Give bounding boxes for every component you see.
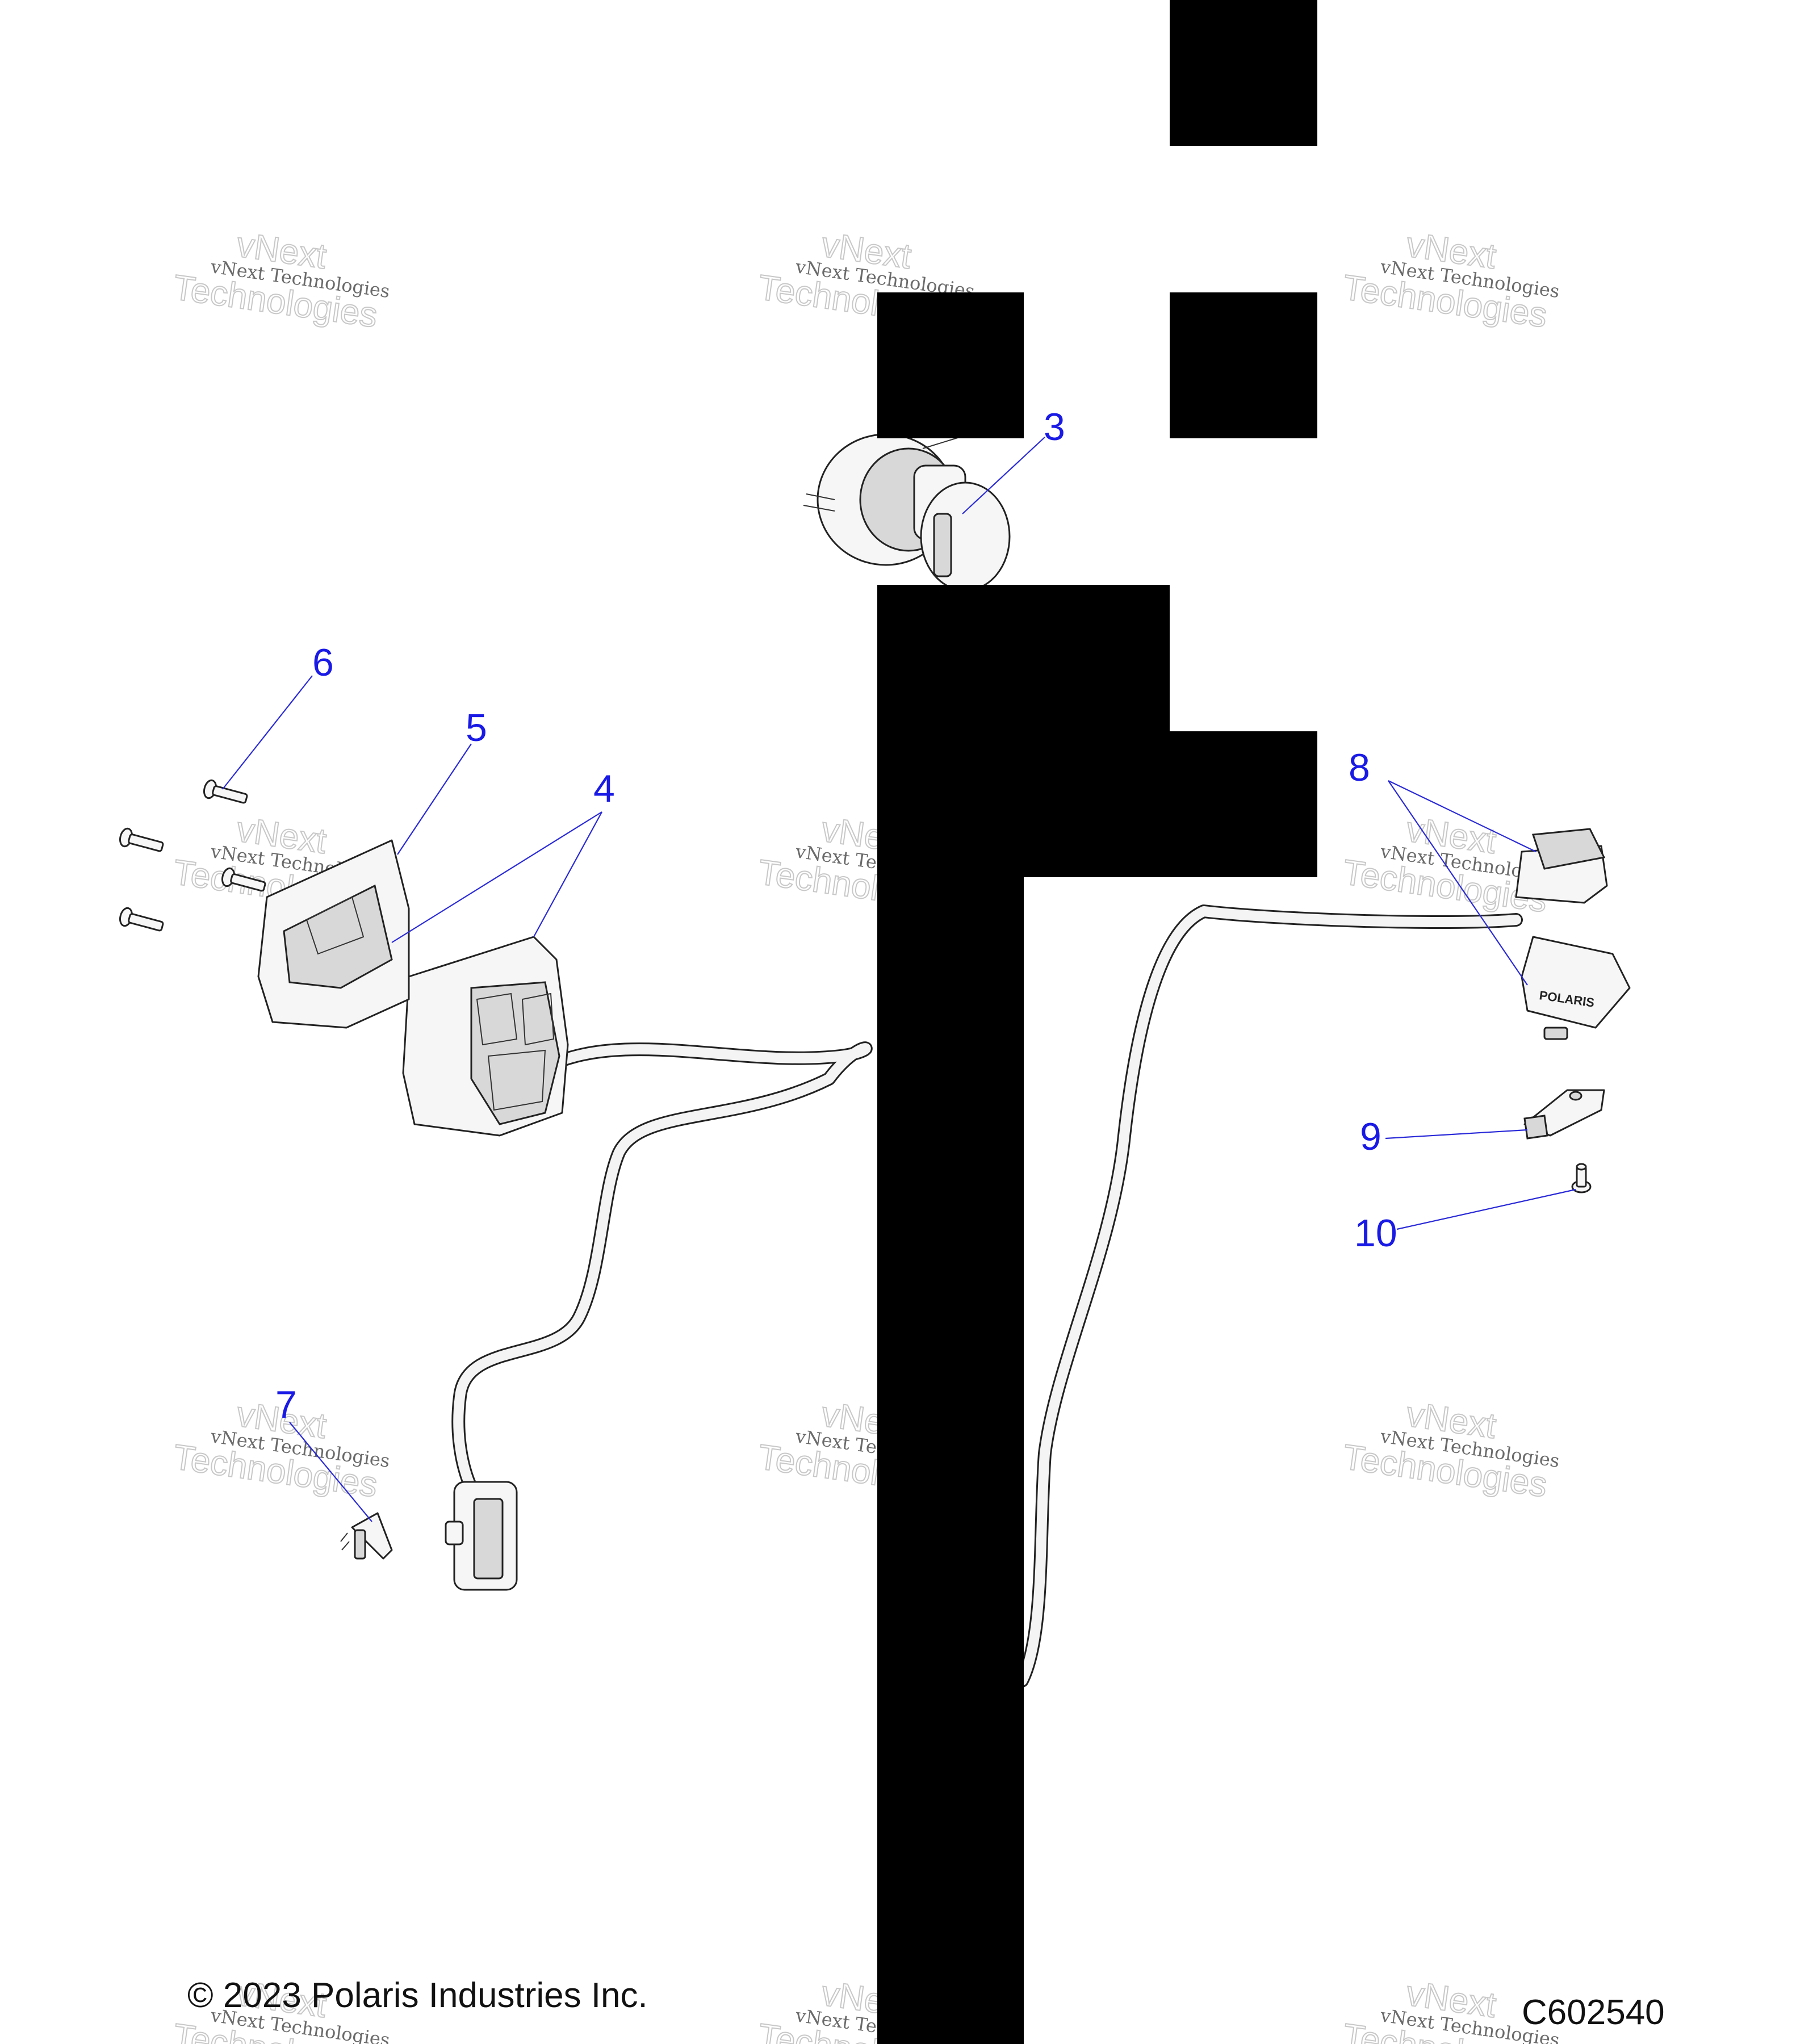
handlebar-switch-part <box>402 936 873 1591</box>
key-switch-part <box>803 414 1011 592</box>
callout-7: 7 <box>275 1383 297 1426</box>
callout-4: 4 <box>593 767 615 810</box>
callouts: 3 6 5 4 8 9 10 7 <box>275 405 1397 1426</box>
callout-6: 6 <box>312 641 334 684</box>
bracket-clamp-part <box>1523 1089 1605 1140</box>
watermark: vNext vNext Technologies Technologies <box>1340 1394 1561 1505</box>
callout-10: 10 <box>1354 1212 1397 1255</box>
watermark: vNext vNext Technologies Technologies <box>1340 224 1561 336</box>
callout-3: 3 <box>1044 405 1065 449</box>
watermark: vNext vNext Technologies Technologies <box>170 224 391 336</box>
callout-5: 5 <box>466 706 487 749</box>
callout-9: 9 <box>1360 1115 1381 1158</box>
callout-8: 8 <box>1349 746 1370 789</box>
redaction-block <box>877 585 1317 2044</box>
switch-housing-cover-part <box>257 839 410 1029</box>
redaction-blocks <box>877 0 1317 2044</box>
screws-part <box>119 779 266 932</box>
copyright-text: © 2023 Polaris Industries Inc. <box>187 1976 648 2015</box>
drawing-number: C602540 <box>1522 1993 1665 2032</box>
usb-module-part: POLARIS <box>1015 828 1631 1687</box>
redaction-block <box>1170 292 1317 438</box>
leader-lines <box>222 437 1576 1522</box>
redaction-block <box>1170 0 1317 146</box>
redaction-block <box>877 292 1024 438</box>
bolt-part <box>1571 1163 1592 1193</box>
push-clip-part <box>340 1512 393 1560</box>
